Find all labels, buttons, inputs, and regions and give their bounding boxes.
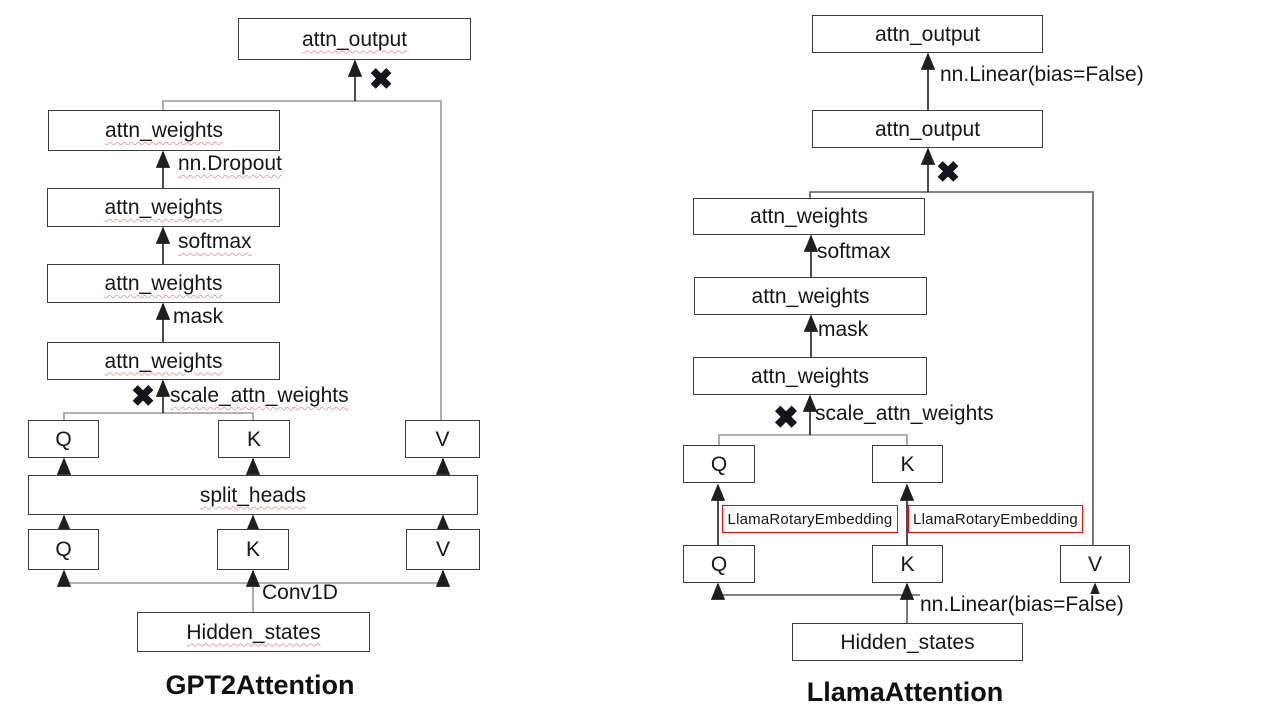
gpt2-split-heads-box: split_heads xyxy=(28,475,478,515)
gpt2-attn-weights-label-4: attn_weights xyxy=(104,349,223,373)
llama-q-top-box: Q xyxy=(683,445,755,483)
llama-q-bottom-label: Q xyxy=(710,552,728,576)
llama-attn-weights-box-1: attn_weights xyxy=(693,198,925,235)
llama-k-bottom-label: K xyxy=(900,552,915,576)
llama-attn-output-final-label: attn_output xyxy=(874,22,981,46)
gpt2-v-top-label: V xyxy=(435,427,450,451)
llama-rotary-embedding-k-box: LlamaRotaryEmbedding xyxy=(908,505,1083,533)
llama-attn-output-box: attn_output xyxy=(812,110,1043,148)
llama-attn-weights-label-3: attn_weights xyxy=(751,364,869,388)
llama-edge-label-scale: scale_attn_weights xyxy=(815,402,994,425)
gpt2-attn-weights-box-4: attn_weights xyxy=(47,342,280,380)
gpt2-edge-label-scale: scale_attn_weights xyxy=(170,384,349,407)
llama-attn-weights-box-2: attn_weights xyxy=(694,277,927,315)
gpt2-k-top-box: K xyxy=(218,420,290,458)
multiply-icon: ✖ xyxy=(368,64,394,96)
gpt2-k-bottom-box: K xyxy=(217,529,289,570)
llama-v-label: V xyxy=(1087,552,1102,576)
gpt2-attn-output-box: attn_output xyxy=(238,18,471,60)
gpt2-v-bottom-box: V xyxy=(406,529,480,570)
gpt2-q-top-box: Q xyxy=(28,420,99,458)
gpt2-q-bottom-box: Q xyxy=(28,529,99,570)
llama-attn-weights-box-3: attn_weights xyxy=(693,357,927,395)
gpt2-attn-weights-box-1: attn_weights xyxy=(48,110,280,151)
llama-hidden-states-box: Hidden_states xyxy=(792,623,1023,661)
llama-attn-output-final-box: attn_output xyxy=(812,15,1043,53)
gpt2-edge-label-conv1d: Conv1D xyxy=(262,581,338,604)
gpt2-attn-weights-label-2: attn_weights xyxy=(104,196,223,219)
llama-rotary-embedding-k-label: LlamaRotaryEmbedding xyxy=(913,510,1078,528)
llama-rotary-embedding-q-box: LlamaRotaryEmbedding xyxy=(722,505,898,533)
gpt2-edge-label-softmax: softmax xyxy=(178,230,252,253)
llama-k-top-label: K xyxy=(900,452,915,476)
llama-hidden-states-label: Hidden_states xyxy=(840,630,975,654)
gpt2-edge-label-mask: mask xyxy=(173,305,224,328)
llama-q-bottom-box: Q xyxy=(683,545,755,583)
llama-edge-label-linear-out: nn.Linear(bias=False) xyxy=(940,63,1144,86)
llama-attn-weights-label-1: attn_weights xyxy=(750,205,868,228)
llama-edge-label-mask: mask xyxy=(818,318,869,341)
multiply-icon: ✖ xyxy=(130,381,156,413)
gpt2-attn-weights-label-1: attn_weights xyxy=(105,119,223,142)
gpt2-hidden-states-box: Hidden_states xyxy=(137,612,370,652)
llama-rotary-embedding-q-label: LlamaRotaryEmbedding xyxy=(727,510,893,528)
multiply-icon: ✖ xyxy=(773,400,799,435)
gpt2-k-top-label: K xyxy=(246,427,261,451)
gpt2-attn-weights-label-3: attn_weights xyxy=(104,272,223,295)
gpt2-k-bottom-label: K xyxy=(245,538,260,561)
llama-edge-label-linear-in: nn.Linear(bias=False) xyxy=(920,593,1124,616)
llama-q-top-label: Q xyxy=(710,452,728,476)
llama-attn-output-label: attn_output xyxy=(874,117,981,141)
gpt2-attn-output-label: attn_output xyxy=(301,27,408,51)
llama-diagram-title: LlamaAttention xyxy=(806,677,1004,707)
gpt2-v-top-box: V xyxy=(405,420,480,458)
gpt2-q-top-label: Q xyxy=(55,427,72,451)
gpt2-split-heads-label: split_heads xyxy=(199,483,307,507)
gpt2-diagram-title: GPT2Attention xyxy=(165,670,355,700)
llama-k-bottom-box: K xyxy=(872,545,943,583)
gpt2-q-bottom-label: Q xyxy=(55,538,72,561)
llama-v-box: V xyxy=(1060,545,1130,583)
gpt2-attn-weights-box-2: attn_weights xyxy=(47,188,280,227)
gpt2-attn-weights-box-3: attn_weights xyxy=(47,264,280,303)
multiply-icon: ✖ xyxy=(935,157,961,189)
gpt2-hidden-states-label: Hidden_states xyxy=(186,620,321,644)
llama-k-top-box: K xyxy=(872,445,943,483)
gpt2-v-bottom-label: V xyxy=(435,538,450,561)
gpt2-edge-label-dropout: nn.Dropout xyxy=(178,152,282,175)
llama-edge-label-softmax: softmax xyxy=(817,240,891,263)
llama-attn-weights-label-2: attn_weights xyxy=(751,284,870,308)
